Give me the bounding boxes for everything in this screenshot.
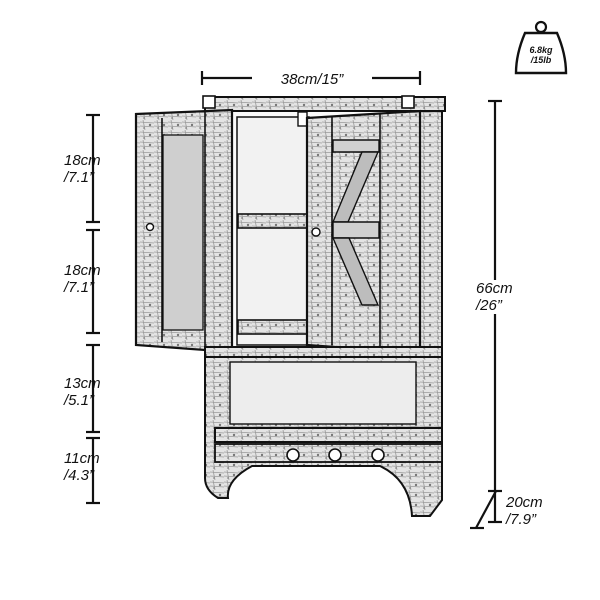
section-2-label: 18cm /7.1” — [64, 262, 101, 296]
hook-rail — [214, 443, 443, 463]
cabinet-top-board — [202, 95, 446, 112]
left-door-knob — [145, 222, 155, 232]
inner-bottom — [237, 319, 311, 335]
section-3-label: 13cm /5.1” — [64, 375, 101, 409]
weight-icon — [514, 20, 568, 75]
section-4-label: 11cm /4.3” — [64, 450, 100, 484]
cabinet-side-panel — [419, 110, 443, 354]
left-door — [134, 108, 234, 354]
lower-shelf-unit — [204, 346, 443, 517]
section-1-label: 18cm /7.1” — [64, 152, 101, 186]
weight-label: 6.8kg /15lb — [518, 45, 564, 65]
inner-shelf — [237, 213, 311, 229]
lower-shelf-board — [214, 427, 443, 443]
hook-3 — [371, 448, 385, 462]
hook-2 — [328, 448, 342, 462]
right-door-knob — [311, 227, 321, 237]
top-bracket-left — [202, 95, 216, 109]
weight-kg: 6.8kg — [529, 45, 553, 55]
depth-dim-label: 20cm /7.9” — [506, 494, 543, 528]
depth-dim-line — [475, 490, 497, 529]
hook-1 — [286, 448, 300, 462]
width-dim-label: 38cm/15” — [252, 71, 372, 88]
weight-lb: /15lb — [530, 55, 552, 65]
height-dim-label: 66cm /26” — [476, 280, 513, 314]
right-door — [305, 109, 422, 355]
top-bracket-right — [401, 95, 415, 109]
